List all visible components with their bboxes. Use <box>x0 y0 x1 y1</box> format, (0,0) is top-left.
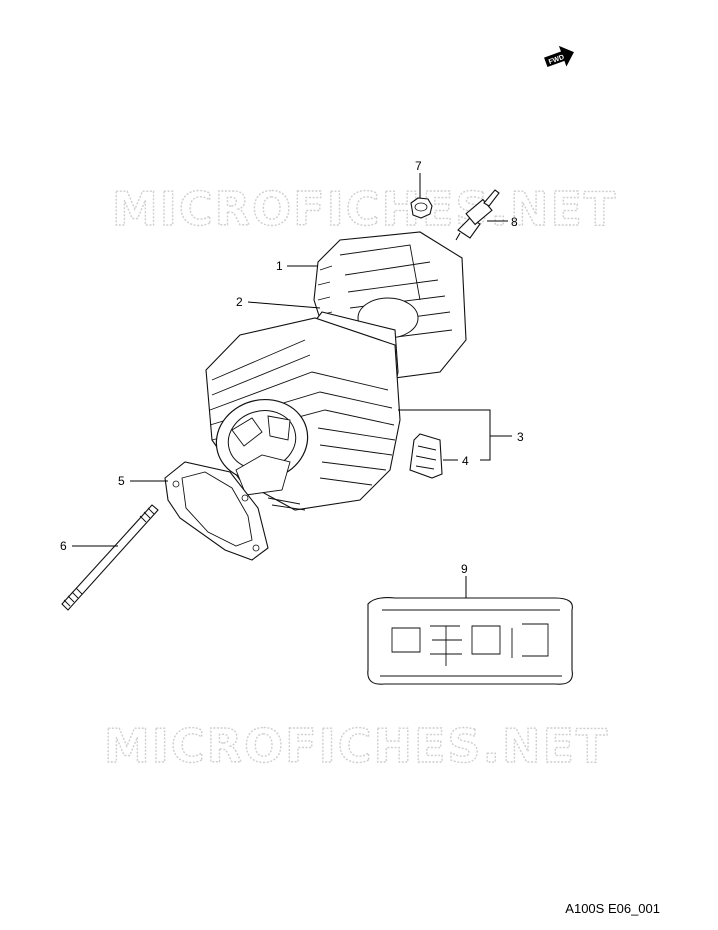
label-plate-part-9 <box>367 597 573 685</box>
callout-9: 9 <box>461 562 468 576</box>
watermark-bottom: MICROFICHES.NET <box>104 719 609 773</box>
callout-6: 6 <box>60 539 67 553</box>
cylinder-body-part-3 <box>205 317 401 511</box>
callout-1: 1 <box>276 259 283 273</box>
base-gasket-part-5 <box>164 461 269 561</box>
callout-2: 2 <box>236 295 243 309</box>
nut-part-7 <box>410 197 433 219</box>
figure-code: A100S E06_001 <box>565 901 660 916</box>
callout-3: 3 <box>517 430 524 444</box>
watermark-top: MICROFICHES.NET <box>112 182 617 236</box>
stud-bolt-part-6 <box>61 504 159 611</box>
callout-5: 5 <box>118 474 125 488</box>
callout-7: 7 <box>415 159 422 173</box>
callout-8: 8 <box>511 215 518 229</box>
spark-plug-part-8 <box>455 189 500 241</box>
fwd-arrow-icon: FWD <box>544 45 574 68</box>
callout-4: 4 <box>462 454 469 468</box>
leader-lines <box>72 173 512 598</box>
insert-part-4 <box>409 433 443 479</box>
